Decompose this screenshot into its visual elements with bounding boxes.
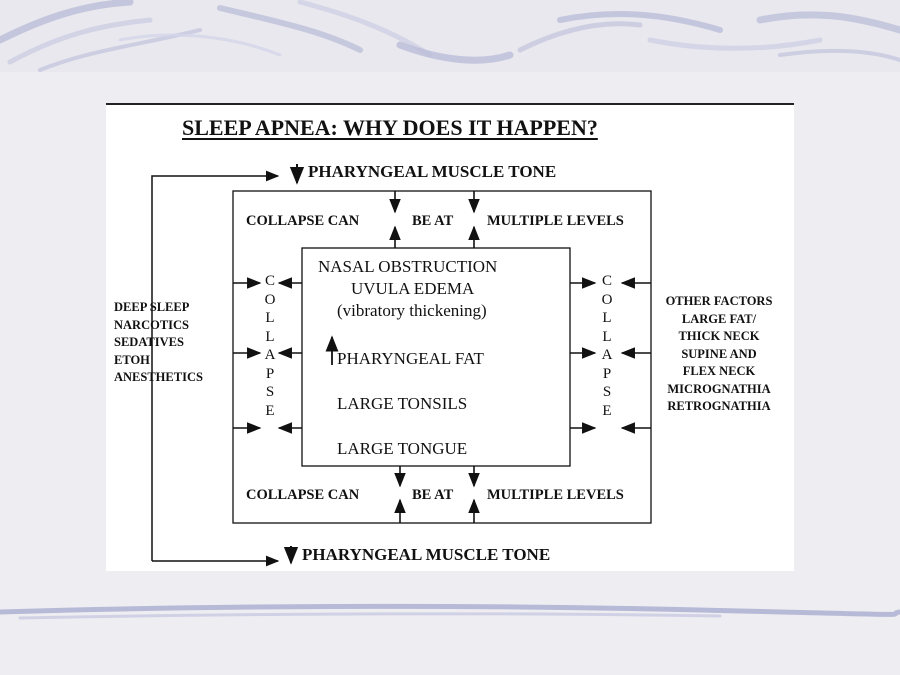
diagram-title: SLEEP APNEA: WHY DOES IT HAPPEN?: [182, 115, 598, 140]
right-factors-list: OTHER FACTORS LARGE FAT/ THICK NECK SUPI…: [652, 293, 786, 416]
top-collapse-can: COLLAPSE CAN: [246, 213, 360, 229]
right-factor-item: SUPINE AND: [681, 346, 757, 361]
top-decorative-strokes: [0, 0, 900, 72]
inner-box: [301, 247, 571, 467]
right-factor-item: RETROGNATHIA: [667, 399, 771, 413]
large-tonsils-label: LARGE TONSILS: [337, 394, 468, 413]
nasal-obstruction-label: NASAL OBSTRUCTION: [318, 257, 498, 276]
right-factor-item: THICK NECK: [678, 329, 760, 343]
panel-top-rule: [106, 103, 794, 105]
right-factor-item: FLEX NECK: [682, 364, 756, 378]
left-vertical-collapse: C O L L A P S E: [264, 273, 276, 419]
right-factor-item: MICROGNATHIA: [667, 381, 771, 396]
top-band: [0, 0, 900, 72]
vibratory-thickening-label: (vibratory thickening): [337, 301, 487, 320]
left-factors-list: DEEP SLEEP NARCOTICS SEDATIVES ETOH ANES…: [114, 299, 203, 387]
left-factor-item: ANESTHETICS: [114, 370, 203, 384]
large-tongue-label: LARGE TONGUE: [337, 439, 468, 458]
pharyngeal-fat-label: PHARYNGEAL FAT: [337, 349, 484, 368]
uvula-edema-label: UVULA EDEMA: [351, 279, 475, 298]
bottom-collapse-can: COLLAPSE CAN: [246, 487, 360, 503]
top-multiple-levels: MULTIPLE LEVELS: [487, 213, 624, 229]
bottom-be-at: BE AT: [412, 487, 454, 503]
bottom-multiple-levels: MULTIPLE LEVELS: [487, 487, 624, 503]
diagram-lines: [151, 164, 652, 567]
bottom-decorative-strokes: [0, 603, 900, 620]
diagram-panel: SLEEP APNEA: WHY DOES IT HAPPEN? PHARYNG…: [106, 103, 794, 571]
right-vertical-collapse: C O L L A P S E: [601, 273, 613, 419]
left-factor-item: ETOH: [114, 352, 150, 367]
outer-box: [232, 190, 652, 524]
left-factor-item: SEDATIVES: [114, 335, 184, 349]
top-muscle-tone-label: PHARYNGEAL MUSCLE TONE: [308, 162, 557, 181]
left-factor-item: NARCOTICS: [114, 317, 190, 332]
right-factor-item: LARGE FAT/: [681, 311, 757, 326]
left-bracket-line: [151, 170, 280, 561]
bottom-muscle-tone-label: PHARYNGEAL MUSCLE TONE: [302, 545, 551, 564]
left-factor-item: DEEP SLEEP: [114, 300, 190, 314]
right-factor-item: OTHER FACTORS: [665, 294, 773, 308]
top-be-at: BE AT: [412, 213, 454, 229]
